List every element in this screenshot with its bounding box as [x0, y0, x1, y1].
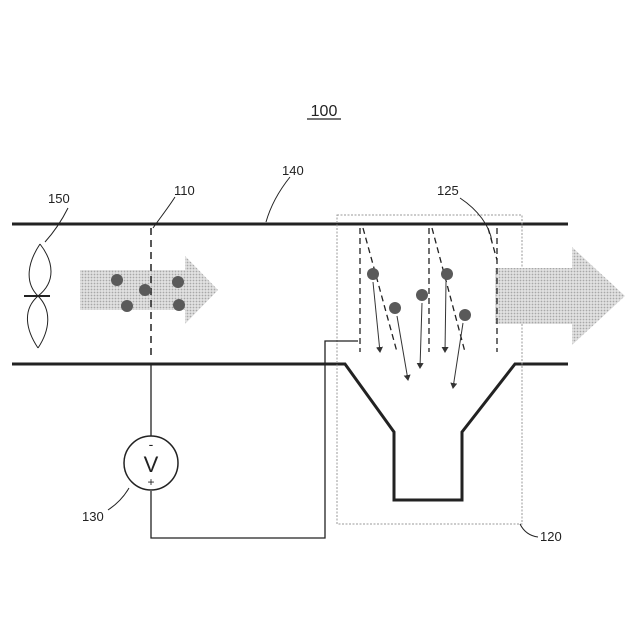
fan — [24, 244, 51, 348]
particle — [139, 284, 151, 296]
particle — [121, 300, 133, 312]
wire-source-to-collector — [151, 341, 358, 538]
collected-particle — [367, 268, 379, 280]
particle — [172, 276, 184, 288]
duct-bottom-wall-hopper — [12, 364, 568, 500]
label-charging-electrode: 110 — [174, 183, 195, 198]
label-duct: 140 — [282, 163, 304, 178]
outflow-arrow — [495, 247, 625, 345]
figure-number: 100 — [311, 103, 338, 120]
label-power-source: 130 — [82, 509, 104, 524]
power-symbol: V — [144, 452, 159, 477]
collected-particle — [389, 302, 401, 314]
label-collector-plates: 125 — [437, 183, 459, 198]
collected-particle — [441, 268, 453, 280]
label-fan: 150 — [48, 191, 70, 206]
particle — [173, 299, 185, 311]
collected-particle — [459, 309, 471, 321]
collected-particle — [416, 289, 428, 301]
particle — [111, 274, 123, 286]
power-minus: - — [149, 436, 154, 452]
power-plus: + — [147, 475, 154, 489]
leader-lines — [45, 177, 538, 537]
label-collector-unit: 120 — [540, 529, 562, 544]
collector-plates — [360, 228, 497, 352]
